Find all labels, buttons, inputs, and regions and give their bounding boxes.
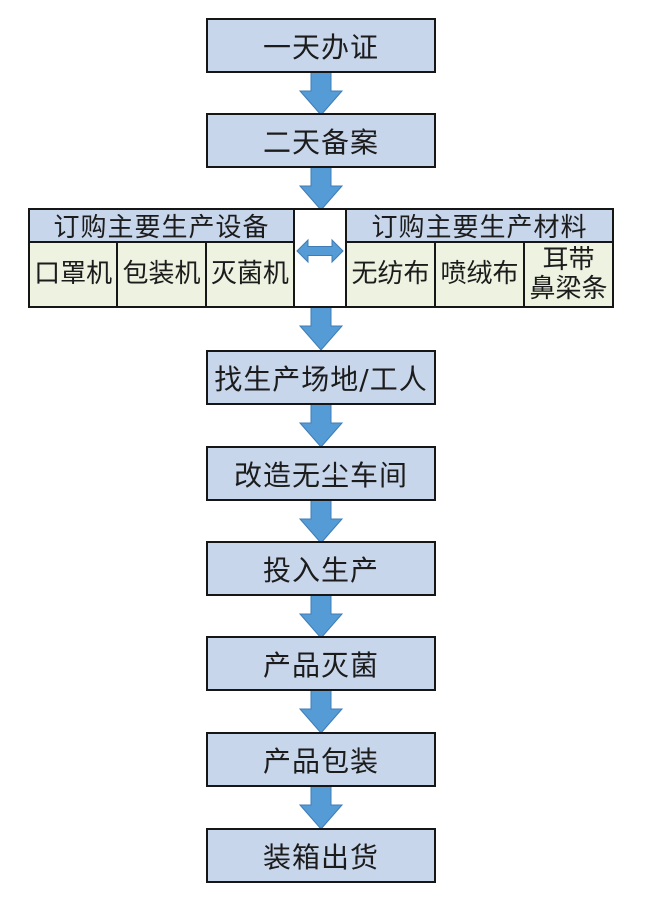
equipment-table-cells: 口罩机 包装机 灭菌机 <box>30 243 293 306</box>
flow-step-label: 一天办证 <box>262 30 379 64</box>
equipment-cell-packing-machine: 包装机 <box>118 243 207 306</box>
materials-cell-line: 耳带 <box>542 244 595 275</box>
materials-cell-nonwoven-fabric: 无纺布 <box>347 243 436 306</box>
flow-step-filing: 二天备案 <box>206 113 436 168</box>
down-arrow-icon <box>298 689 344 733</box>
flow-step-package-product: 产品包装 <box>206 732 436 787</box>
equipment-table-header: 订购主要生产设备 <box>30 210 293 243</box>
flow-step-ship-out: 装箱出货 <box>206 828 436 883</box>
equipment-cell-sterilize-machine: 灭菌机 <box>206 243 293 306</box>
materials-cell-meltblown-fabric: 喷绒布 <box>436 243 525 306</box>
flow-step-find-site-workers: 找生产场地/工人 <box>206 350 436 405</box>
equipment-table: 订购主要生产设备 口罩机 包装机 灭菌机 <box>28 208 295 308</box>
down-arrow-icon <box>298 166 344 210</box>
left-right-arrow-icon <box>296 238 344 264</box>
materials-table: 订购主要生产材料 无纺布 喷绒布 耳带 鼻梁条 <box>345 208 614 308</box>
flow-step-label: 找生产场地/工人 <box>214 362 428 396</box>
flow-step-label: 二天备案 <box>262 125 379 159</box>
flow-step-label: 投入生产 <box>262 553 379 587</box>
flow-step-get-license: 一天办证 <box>206 18 436 73</box>
equipment-cell-mask-machine: 口罩机 <box>30 243 119 306</box>
down-arrow-icon <box>298 785 344 829</box>
materials-cell-line: 鼻梁条 <box>529 273 608 304</box>
flow-step-label: 产品包装 <box>262 744 379 778</box>
down-arrow-icon <box>298 403 344 447</box>
down-arrow-icon <box>298 71 344 115</box>
flow-step-start-production: 投入生产 <box>206 541 436 596</box>
down-arrow-icon <box>298 306 344 350</box>
flow-step-label: 装箱出货 <box>262 840 379 874</box>
flow-step-label: 改造无尘车间 <box>233 458 408 492</box>
down-arrow-icon <box>298 499 344 543</box>
down-arrow-icon <box>298 594 344 638</box>
materials-cell-earloop-nosestrip: 耳带 鼻梁条 <box>525 243 612 306</box>
materials-table-header: 订购主要生产材料 <box>347 210 612 243</box>
flow-step-sterilize-product: 产品灭菌 <box>206 636 436 691</box>
materials-table-cells: 无纺布 喷绒布 耳带 鼻梁条 <box>347 243 612 306</box>
flow-step-renovate-cleanroom: 改造无尘车间 <box>206 446 436 501</box>
table-connector-box <box>293 208 347 308</box>
flow-step-label: 产品灭菌 <box>262 648 379 682</box>
